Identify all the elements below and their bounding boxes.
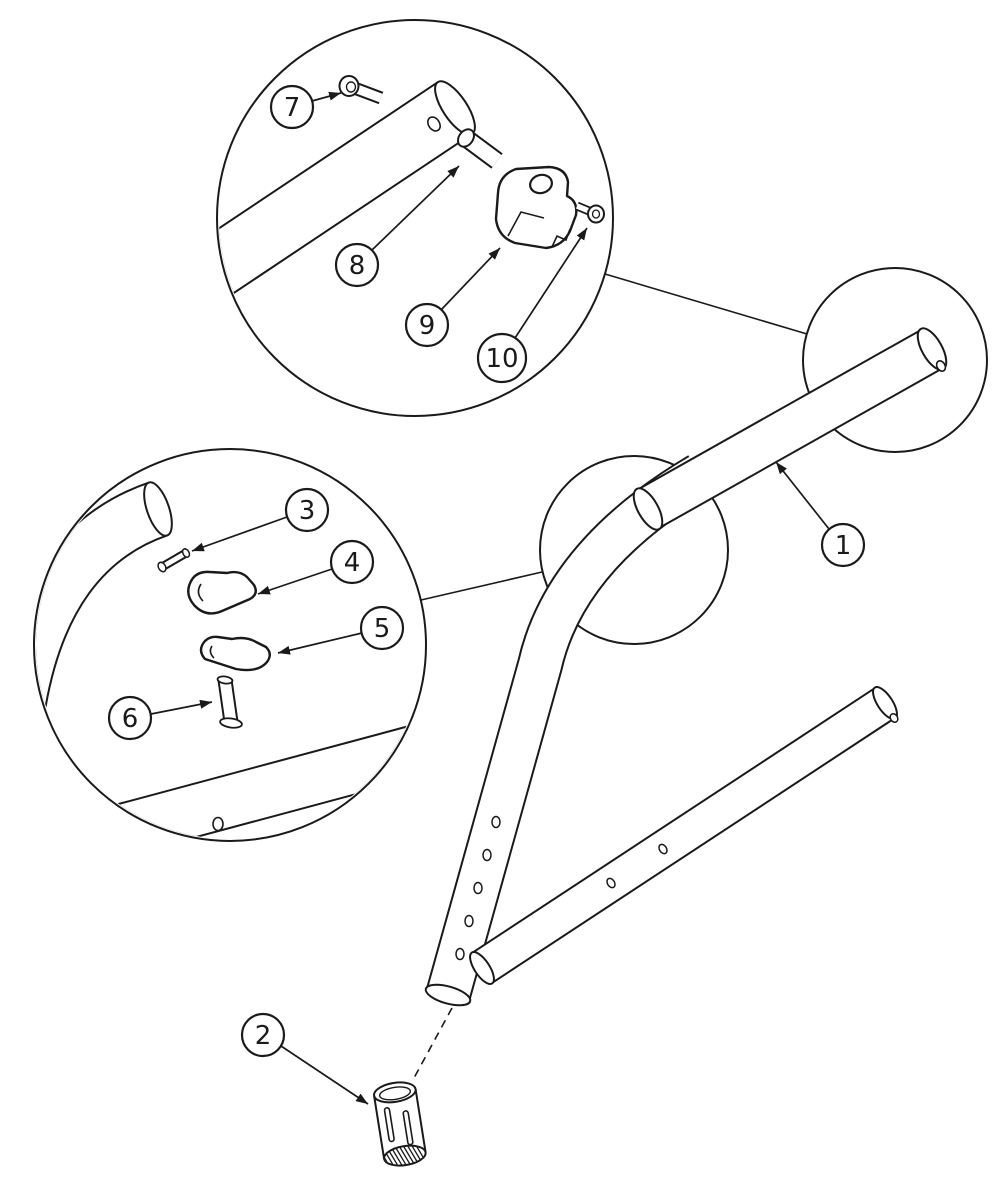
- tube-bottom-opening: [424, 983, 472, 1007]
- adjustment-holes-vertical: [455, 815, 501, 961]
- connector-line-left: [420, 571, 543, 601]
- spacer-part-8: [457, 128, 503, 169]
- adjustment-hole: [482, 848, 492, 862]
- insert-slot: [402, 1110, 414, 1146]
- leader-lines: [150, 91, 830, 1105]
- detail-top-tube: [219, 80, 476, 332]
- callout-balloon-2: 2: [240, 1012, 286, 1058]
- side-tube-end-hole: [889, 713, 899, 723]
- callout-balloon-7: 7: [269, 84, 315, 130]
- callout-balloon-4: 4: [329, 539, 375, 585]
- clamp-strap-part-5: [199, 635, 271, 672]
- screw-part-10: [575, 201, 605, 224]
- leader-line-8: [371, 165, 460, 251]
- leader-line-3: [191, 516, 288, 552]
- callout-number-8: 8: [349, 251, 366, 281]
- detail-circle-left: [33, 448, 427, 842]
- callout-balloon-9: 9: [404, 302, 450, 348]
- detail-circle-top-contents: [219, 75, 605, 332]
- callout-balloon-6: 6: [107, 695, 153, 741]
- detail-left-lower-tube: [36, 723, 424, 839]
- callout-balloon-1: 1: [820, 522, 866, 568]
- callout-balloon-5: 5: [359, 605, 405, 651]
- connector-lines: [420, 273, 808, 601]
- callout-number-9: 9: [419, 311, 436, 341]
- magnifier-circle-top-right: [802, 267, 988, 453]
- adjustment-hole: [455, 947, 465, 961]
- adjustment-hole: [464, 914, 474, 928]
- pin-part-6: [216, 675, 243, 729]
- leader-line-4: [257, 568, 333, 595]
- clamp-part-9: [494, 165, 578, 250]
- callout-number-2: 2: [255, 1021, 272, 1051]
- callout-balloon-10: 10: [476, 332, 528, 384]
- callout-balloon-3: 3: [284, 487, 330, 533]
- callout-balloons: 1 2 3 4 5 6 7 8: [107, 84, 866, 1058]
- pin-part-3: [157, 548, 191, 573]
- callout-number-4: 4: [344, 548, 361, 578]
- callout-number-3: 3: [299, 496, 316, 526]
- connector-line-top: [604, 273, 808, 335]
- leader-line-2: [280, 1045, 369, 1105]
- magnifier-circle-bend: [539, 455, 729, 645]
- side-tube-open-end: [469, 950, 495, 986]
- detail-tube-hole: [427, 116, 441, 132]
- leader-line-7: [311, 91, 342, 102]
- leader-line-10: [514, 227, 588, 339]
- callout-balloon-8: 8: [334, 242, 380, 288]
- side-tube-hole: [658, 843, 668, 855]
- dashed-alignment-line: [413, 1007, 453, 1079]
- leader-line-1: [775, 461, 830, 530]
- callout-number-5: 5: [374, 614, 391, 644]
- insert-slot: [383, 1107, 395, 1143]
- detail-left-bent-tube: [36, 481, 173, 708]
- detail-circle-top: [216, 19, 614, 417]
- leader-line-9: [440, 247, 501, 311]
- side-tube-hole: [606, 877, 616, 889]
- callout-number-1: 1: [835, 531, 852, 561]
- main-tube-end-hole: [935, 360, 947, 372]
- tube-insert-part-2: [373, 1081, 427, 1168]
- leader-line-5: [277, 632, 363, 655]
- detail-left-tube-hole: [212, 816, 224, 832]
- leader-line-6: [150, 699, 213, 715]
- adjustment-hole: [491, 815, 501, 829]
- detail-circle-left-contents: [36, 481, 424, 839]
- main-tube-part-1: [632, 327, 948, 531]
- callout-number-7: 7: [284, 93, 301, 123]
- callout-number-6: 6: [122, 704, 139, 734]
- callout-number-10: 10: [485, 344, 518, 374]
- clamp-hook-part-4: [187, 570, 257, 615]
- adjustment-hole: [473, 881, 483, 895]
- screw-part-7: [338, 75, 384, 105]
- detail-left-tube-cap: [143, 481, 173, 537]
- clamp-hole: [529, 173, 553, 195]
- side-rail-tube: [469, 685, 899, 986]
- tube-joint-cap: [632, 487, 664, 531]
